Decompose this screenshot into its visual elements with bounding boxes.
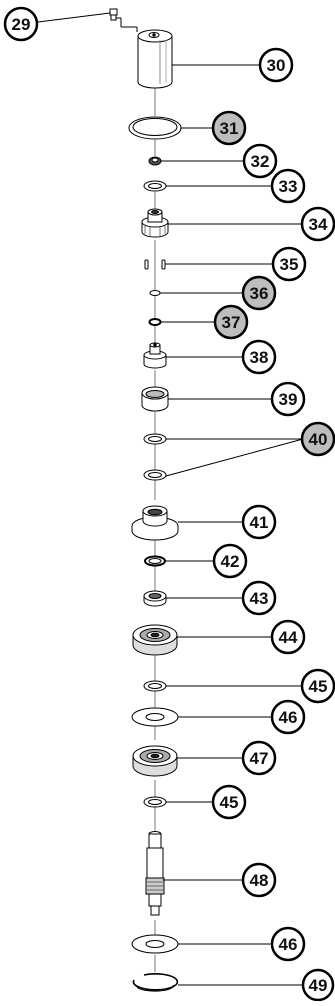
callout-37: 37 [213,304,249,340]
callout-label: 35 [280,255,299,274]
callout-46-lower: 46 [270,926,306,962]
callout-circle [213,304,249,340]
callout-label: 41 [250,513,269,532]
bearing-part-47 [132,745,178,777]
callout-circle [300,206,335,242]
callout-label: 40 [309,430,328,449]
callout-label: 33 [279,177,298,196]
callout-circle [241,740,277,776]
callout-29: 29 [3,6,39,42]
callout-31: 31 [211,110,247,146]
washers-part-40 [143,433,167,481]
callout-circle [241,339,277,375]
callout-label: 39 [279,390,298,409]
callout-label: 42 [221,552,240,571]
callout-circle [241,504,277,540]
washer-part-33 [143,180,167,192]
callout-label: 46 [279,708,298,727]
callout-label: 48 [250,871,269,890]
callout-label: 30 [267,56,286,75]
callout-33: 33 [270,168,306,204]
callout-48: 48 [241,862,277,898]
cup-part-39 [141,386,169,412]
valve-part-38 [143,342,167,369]
callout-label: 44 [279,628,298,647]
callout-circle [212,543,248,579]
callout-36: 36 [241,275,277,311]
callout-circle [270,619,306,655]
callout-41: 41 [241,504,277,540]
callout-circle [270,699,306,735]
callout-label: 29 [12,15,31,34]
circlip-part-49 [132,973,179,992]
callout-32: 32 [242,143,278,179]
callout-46-upper: 46 [270,699,306,735]
callout-circle [300,421,335,457]
callout-circle [271,246,307,282]
callout-label: 46 [279,935,298,954]
callout-label: 37 [222,313,241,332]
flat-washer-part-46-lower [131,934,179,954]
callout-label: 47 [250,749,269,768]
callout-circle [300,668,335,704]
callout-39: 39 [270,381,306,417]
callout-circle [258,47,294,83]
callout-circle [241,580,277,616]
callout-43: 43 [241,580,277,616]
snap-ring-part-42 [144,555,166,567]
callout-35: 35 [271,246,307,282]
washer-part-45-lower [143,796,167,808]
callout-circle [3,6,39,42]
ring-part-36 [149,290,161,296]
callout-34: 34 [300,206,335,242]
callout-circle [270,168,306,204]
flat-washer-part-46-upper [131,707,179,727]
callout-40: 40 [300,421,335,457]
callout-label: 31 [220,119,239,138]
o-ring-part-37 [148,318,162,326]
o-ring-part-31 [128,116,182,140]
bearing-part-44 [132,624,178,656]
callout-label: 45 [309,677,328,696]
callout-45-upper: 45 [300,668,335,704]
callout-label: 34 [309,215,328,234]
callout-label: 38 [250,348,269,367]
callout-label: 36 [250,284,269,303]
callout-label: 43 [250,589,269,608]
callout-label: 45 [220,793,239,812]
cylinder-part-30 [137,29,173,89]
callout-47: 47 [241,740,277,776]
callout-circle [270,926,306,962]
callout-circle [211,784,247,820]
bearing-part-43 [143,590,167,607]
callout-42: 42 [212,543,248,579]
leader-lines [37,12,304,986]
callout-45-lower: 45 [211,784,247,820]
callout-44: 44 [270,619,306,655]
callout-circle [301,968,335,1002]
screw-part-29 [109,8,138,32]
callout-label: 32 [251,152,270,171]
shaft-part-48 [145,831,165,916]
callout-circle [211,110,247,146]
callout-circle [270,381,306,417]
nut-part-32 [148,156,162,166]
callout-circle [241,275,277,311]
callout-label: 49 [309,976,328,995]
callout-circle [242,143,278,179]
seat-part-41 [131,505,179,541]
callout-30: 30 [258,47,294,83]
callout-38: 38 [241,339,277,375]
washer-part-45-upper [143,680,167,692]
callout-49: 49 [301,968,335,1002]
callout-circle [241,862,277,898]
fitting-part-34 [141,208,169,238]
